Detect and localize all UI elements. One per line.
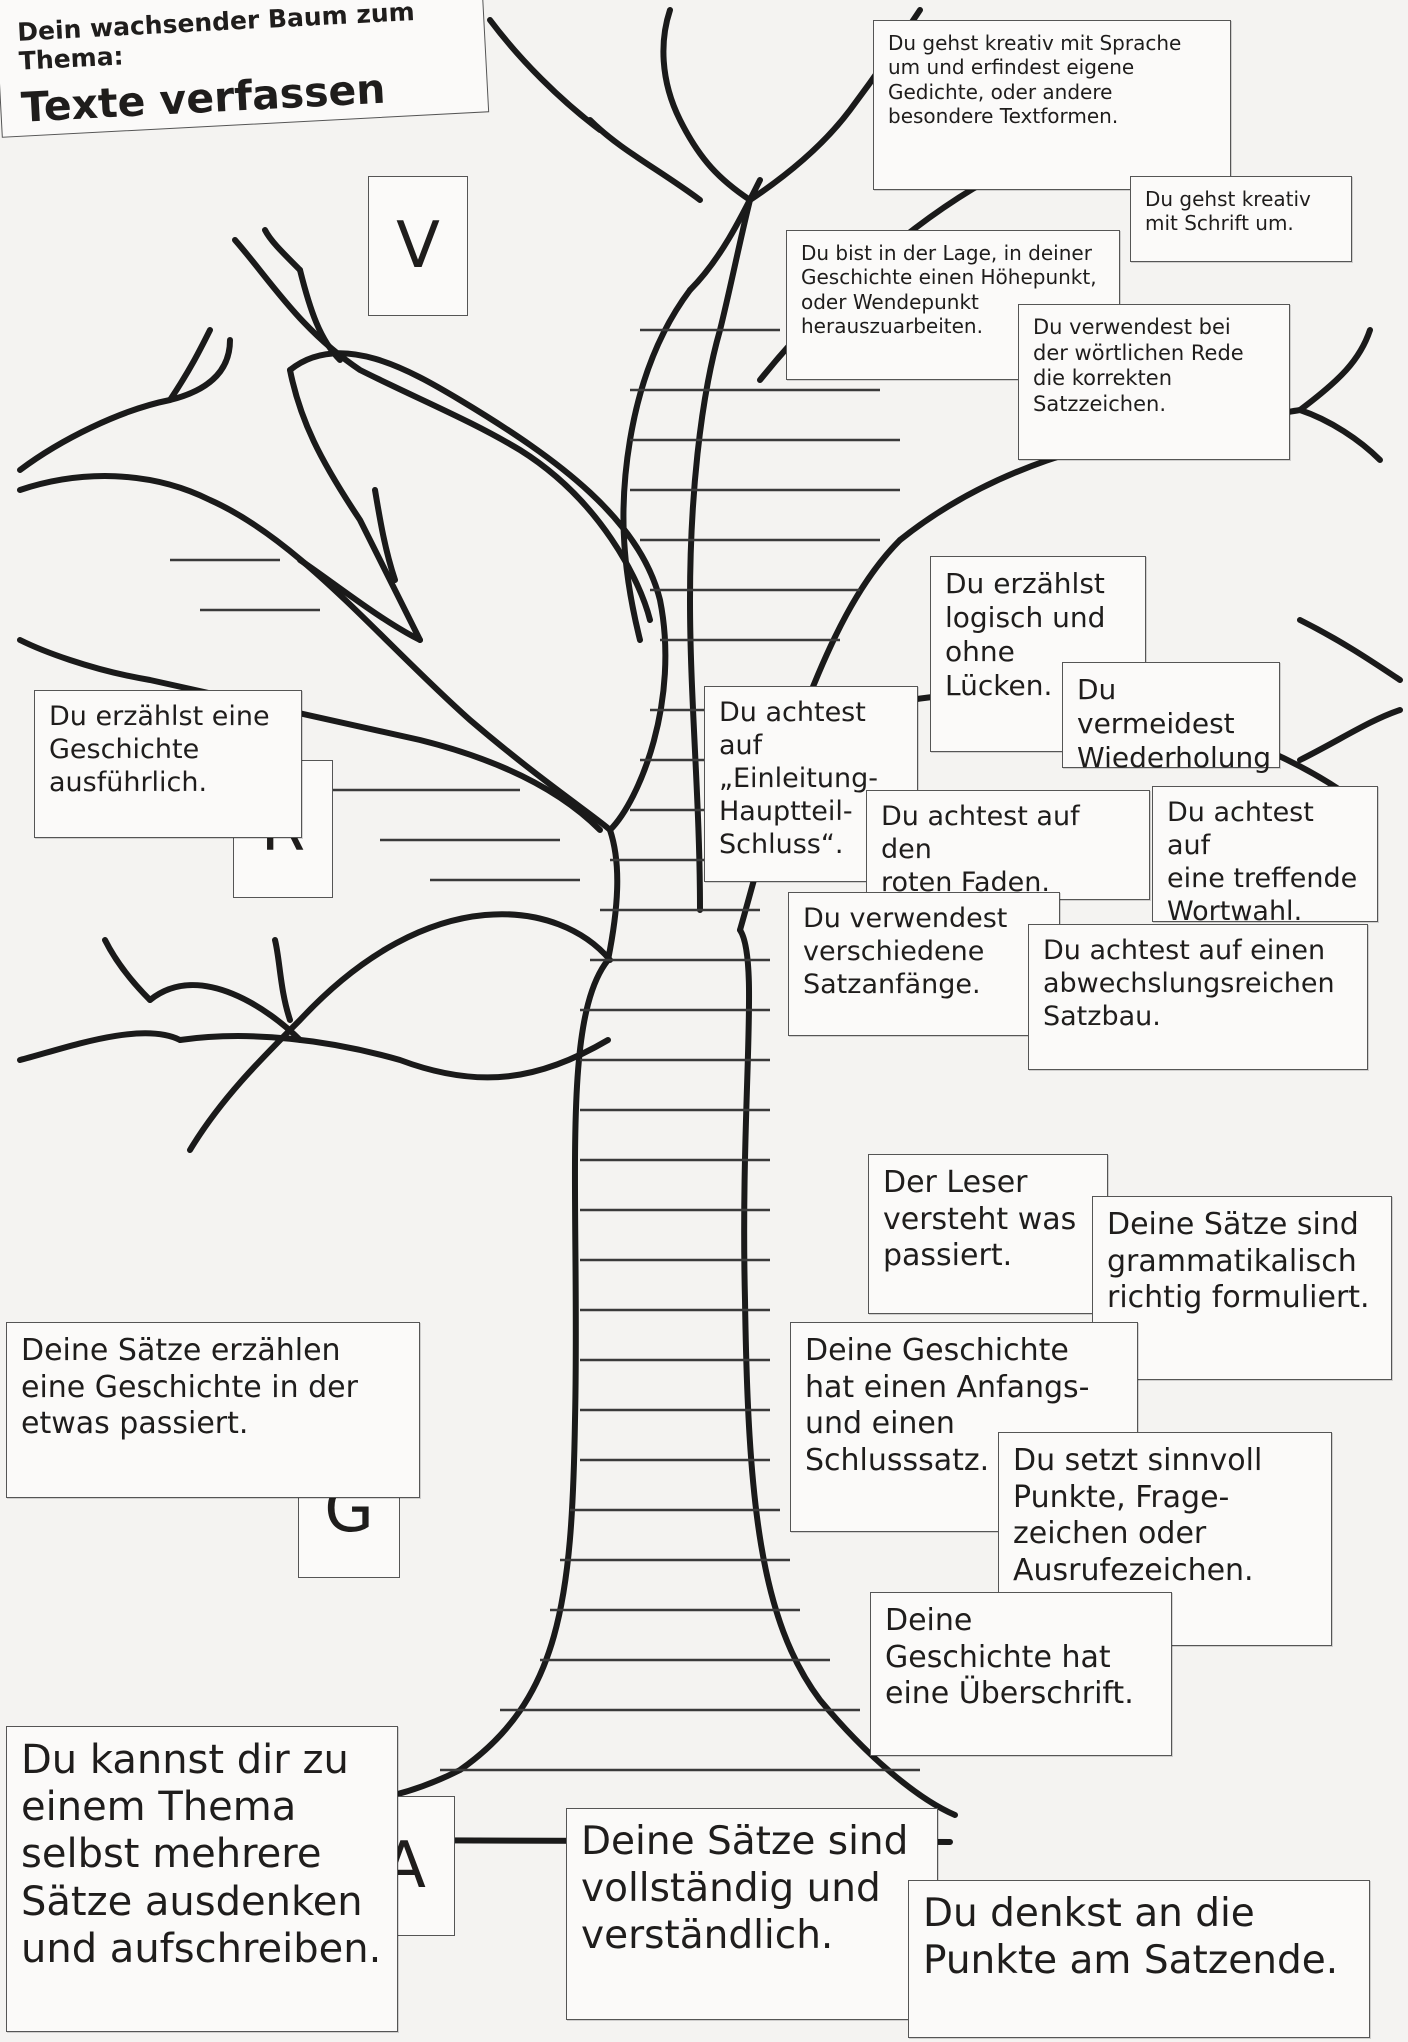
card-vollstaendig: Deine Sätze sind vollständig und verstän… <box>566 1808 938 2020</box>
card-text: Du kannst dir zu einem Thema selbst mehr… <box>21 1737 382 1972</box>
card-text: Du setzt sinnvoll Punkte, Frage- zeichen… <box>1013 1443 1263 1588</box>
card-satzanfaenge: Du verwendest verschiedene Satzanfänge. <box>788 892 1060 1036</box>
card-text: Du achtest auf eine treffende Wortwahl. <box>1167 797 1358 927</box>
card-wortwahl: Du achtest auf eine treffende Wortwahl. <box>1152 786 1378 927</box>
card-ausfuehrlich: Du erzählst eine Geschichte ausführlich. <box>34 690 302 838</box>
level-v-label: V <box>396 209 440 283</box>
card-einleitung: Du achtest auf „Einleitung- Hauptteil- S… <box>704 686 918 882</box>
card-grammatik: Deine Sätze sind grammatikalisch richtig… <box>1092 1196 1392 1380</box>
card-text: Deine Sätze sind vollständig und verstän… <box>581 1819 909 1958</box>
foliage-left <box>17 637 603 833</box>
card-text: Du verwendest bei der wörtlichen Rede di… <box>1033 315 1244 416</box>
trunk-left-edge <box>327 827 621 1805</box>
level-v-box: V <box>368 176 468 316</box>
card-text: Du erzählst eine Geschichte ausführlich. <box>49 701 270 798</box>
card-text: Deine Sätze sind grammatikalisch richtig… <box>1107 1207 1370 1316</box>
card-text: Der Leser versteht was passiert. <box>883 1165 1077 1274</box>
card-text: Du denkst an die Punkte am Satzende. <box>923 1891 1339 1983</box>
card-text: Du gehst kreativ mit Schrift um. <box>1145 187 1311 236</box>
card-text: Deine Geschichte hat einen Anfangs- und … <box>805 1333 1090 1478</box>
card-leser: Der Leser versteht was passiert. <box>868 1154 1108 1314</box>
card-erzaehlen: Deine Sätze erzählen eine Geschichte in … <box>6 1322 420 1498</box>
card-text: Du gehst kreativ mit Sprache um und erfi… <box>888 31 1182 129</box>
branch-lower-left <box>187 911 613 1153</box>
card-woertliche-rede: Du verwendest bei der wörtlichen Rede di… <box>1018 304 1290 460</box>
card-text: Du achtest auf „Einleitung- Hauptteil- S… <box>719 697 878 860</box>
card-text: Deine Geschichte hat eine Überschrift. <box>885 1603 1134 1712</box>
card-kreativ-schrift: Du gehst kreativ mit Schrift um. <box>1130 176 1352 262</box>
branch-upper-left <box>232 237 653 623</box>
card-logisch: Du erzählst logisch und ohne Lücken. <box>930 556 1146 752</box>
card-satzende: Du denkst an die Punkte am Satzende. <box>908 1880 1370 2038</box>
card-text: Deine Sätze erzählen eine Geschichte in … <box>21 1333 358 1442</box>
card-text: Du achtest auf den roten Faden. <box>881 801 1080 898</box>
card-text: Du achtest auf einen abwechslungsreichen… <box>1043 935 1335 1032</box>
card-kreativ-sprache: Du gehst kreativ mit Sprache um und erfi… <box>873 20 1231 190</box>
branch-upper-center <box>660 7 753 203</box>
card-text: Du verwendest verschiedene Satzanfänge. <box>803 903 1008 1000</box>
card-roter-faden: Du achtest auf den roten Faden. <box>866 790 1150 900</box>
card-thema: Du kannst dir zu einem Thema selbst mehr… <box>6 1726 398 2032</box>
card-ueberschrift: Deine Geschichte hat eine Überschrift. <box>870 1592 1172 1756</box>
card-text: Du bist in der Lage, in deiner Geschicht… <box>801 241 1097 339</box>
card-satzbau: Du achtest auf einen abwechslungsreichen… <box>1028 924 1368 1070</box>
card-wiederholung: Du vermeidest Wiederholung <box>1062 662 1280 774</box>
card-text: Du vermeidest Wiederholung <box>1077 673 1272 775</box>
card-text: Du erzählst logisch und ohne Lücken. <box>945 567 1106 703</box>
